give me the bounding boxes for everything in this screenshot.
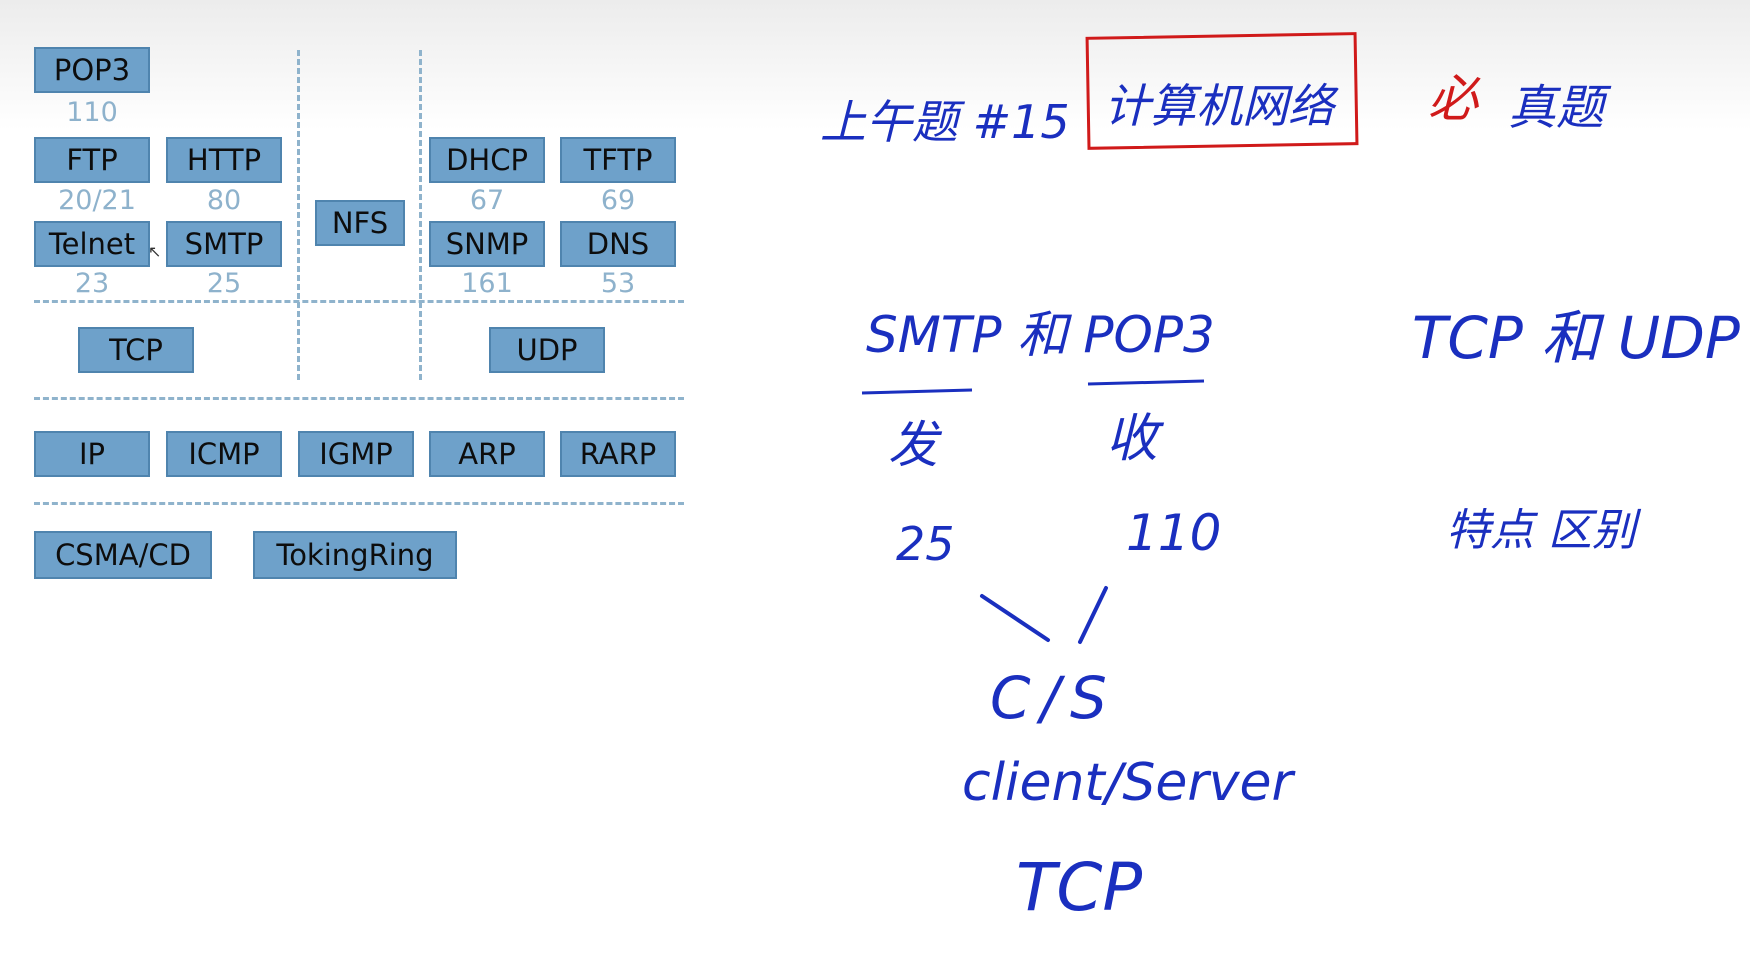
protocol-box-ip: IP xyxy=(34,431,150,477)
port-ftp: 20/21 xyxy=(58,185,136,216)
protocol-box-udp: UDP xyxy=(489,327,605,373)
title-boxed-text: 计算机网络 xyxy=(1104,79,1339,133)
separator-transport-network xyxy=(34,397,684,400)
port-http: 80 xyxy=(206,185,242,216)
underline-receive xyxy=(1087,379,1205,386)
separator-application-transport xyxy=(34,300,684,303)
protocol-box-dhcp: DHCP xyxy=(429,137,545,183)
separator-vertical-left xyxy=(297,50,300,380)
port-telnet: 23 xyxy=(74,268,110,299)
port-dns: 53 xyxy=(600,268,636,299)
protocol-box-tcp: TCP xyxy=(78,327,194,373)
protocol-box-tokingring: TokingRing xyxy=(253,531,457,579)
protocol-box-dns: DNS xyxy=(560,221,676,267)
compare-text: TCP 和 UDP xyxy=(1412,304,1740,372)
send-port-text: 25 xyxy=(896,517,955,571)
protocol-box-icmp: ICMP xyxy=(166,431,282,477)
protocol-box-snmp: SNMP xyxy=(429,221,545,267)
title-note: 上午题 #15 计算机网络 必 真题 xyxy=(820,32,1612,150)
tcp-udp-note: TCP 和 UDP 特点 区别 xyxy=(1412,304,1740,556)
send-text: 发 xyxy=(888,416,943,474)
port-smtp: 25 xyxy=(206,268,242,299)
underline-send xyxy=(861,388,973,395)
title-marker-text: 必 xyxy=(1428,70,1481,128)
protocol-box-arp: ARP xyxy=(429,431,545,477)
port-pop3: 110 xyxy=(66,97,118,128)
protocol-box-http: HTTP xyxy=(166,137,282,183)
compare-note-text: 特点 区别 xyxy=(1446,505,1642,556)
highlight-box xyxy=(1085,32,1359,150)
mouse-cursor-icon: ↖ xyxy=(148,244,162,261)
protocol-box-smtp: SMTP xyxy=(166,221,282,267)
port-snmp: 161 xyxy=(461,268,513,299)
protocol-pair-text: SMTP 和 POP3 xyxy=(866,306,1215,364)
protocol-box-ftp: FTP xyxy=(34,137,150,183)
connector-left-stroke xyxy=(980,594,1050,642)
separator-network-link xyxy=(34,502,684,505)
title-prefix-text: 上午题 #15 xyxy=(820,95,1070,149)
protocol-box-rarp: RARP xyxy=(560,431,676,477)
port-tftp: 69 xyxy=(600,185,636,216)
smtp-pop3-note: SMTP 和 POP3 发 收 25 110 C/S client/Server… xyxy=(861,306,1296,926)
connector-right-stroke xyxy=(1078,586,1108,644)
model-short-text: C/S xyxy=(990,664,1117,732)
protocol-box-nfs: NFS xyxy=(315,200,405,246)
port-dhcp: 67 xyxy=(469,185,505,216)
protocol-box-tftp: TFTP xyxy=(560,137,676,183)
protocol-box-igmp: IGMP xyxy=(298,431,414,477)
receive-port-text: 110 xyxy=(1126,504,1221,562)
protocol-box-csmacd: CSMA/CD xyxy=(34,531,212,579)
protocol-box-pop3: POP3 xyxy=(34,47,150,93)
model-long-text: client/Server xyxy=(962,753,1296,813)
receive-text: 收 xyxy=(1106,409,1165,469)
protocol-box-telnet: Telnet xyxy=(34,221,150,267)
transport-text: TCP xyxy=(1016,849,1142,926)
title-suffix-text: 真题 xyxy=(1508,80,1612,136)
separator-vertical-right xyxy=(419,50,422,380)
